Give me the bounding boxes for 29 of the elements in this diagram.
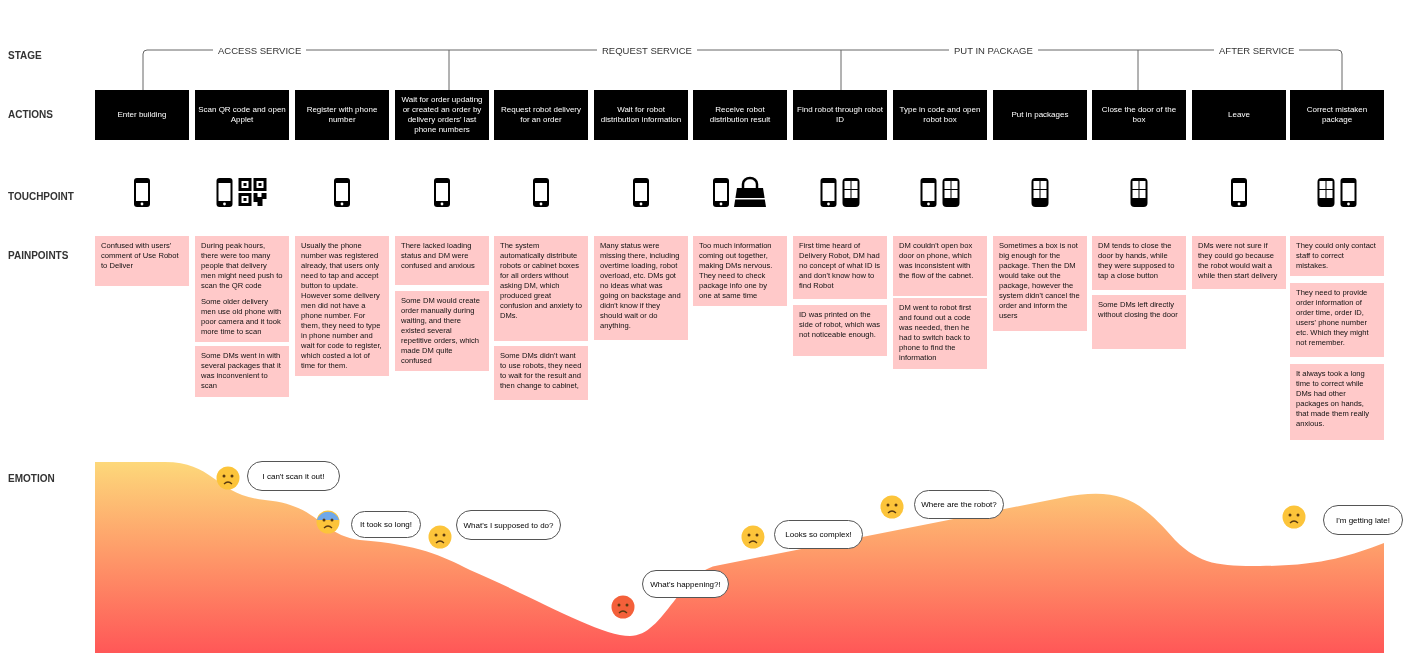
row-heading: TOUCHPOINT	[8, 191, 74, 202]
speech-bubble: Looks so complex!	[774, 520, 863, 549]
speech-bubble: What's I supposed to do?	[456, 510, 561, 540]
action-box: Scan QR code and open Applet	[195, 90, 289, 140]
stage-label: REQUEST SERVICE	[597, 45, 697, 56]
speech-bubble: Where are the robot?	[914, 490, 1004, 519]
row-heading: EMOTION	[8, 473, 55, 484]
action-box: Wait for order updating or created an order by delivery orders' last phone numbers	[395, 90, 489, 140]
action-box: Put in packages	[993, 90, 1087, 140]
speech-bubble: I can't scan it out!	[247, 461, 340, 491]
action-box: Find robot through robot ID	[793, 90, 887, 140]
stage-label: ACCESS SERVICE	[213, 45, 307, 56]
action-box: Type in code and open robot box	[893, 90, 987, 140]
speech-bubble: I'm getting late!	[1323, 505, 1403, 535]
row-heading: PAINPOINTS	[8, 250, 69, 261]
stage-label: PUT IN PACKAGE	[949, 45, 1038, 56]
action-box: Enter building	[95, 90, 189, 140]
action-box: Wait for robot distribution information	[594, 90, 688, 140]
speech-bubble: What's happening?!	[642, 570, 729, 598]
action-box: Request robot delivery for an order	[494, 90, 588, 140]
action-box: Close the door of the box	[1092, 90, 1186, 140]
action-box: Correct mistaken package	[1290, 90, 1384, 140]
action-box: Receive robot distribution result	[693, 90, 787, 140]
row-heading: ACTIONS	[8, 109, 53, 120]
action-box: Leave	[1192, 90, 1286, 140]
stage-label: AFTER SERVICE	[1214, 45, 1300, 56]
action-box: Register with phone number	[295, 90, 389, 140]
speech-bubble: It took so long!	[351, 511, 421, 538]
row-heading: STAGE	[8, 50, 42, 61]
